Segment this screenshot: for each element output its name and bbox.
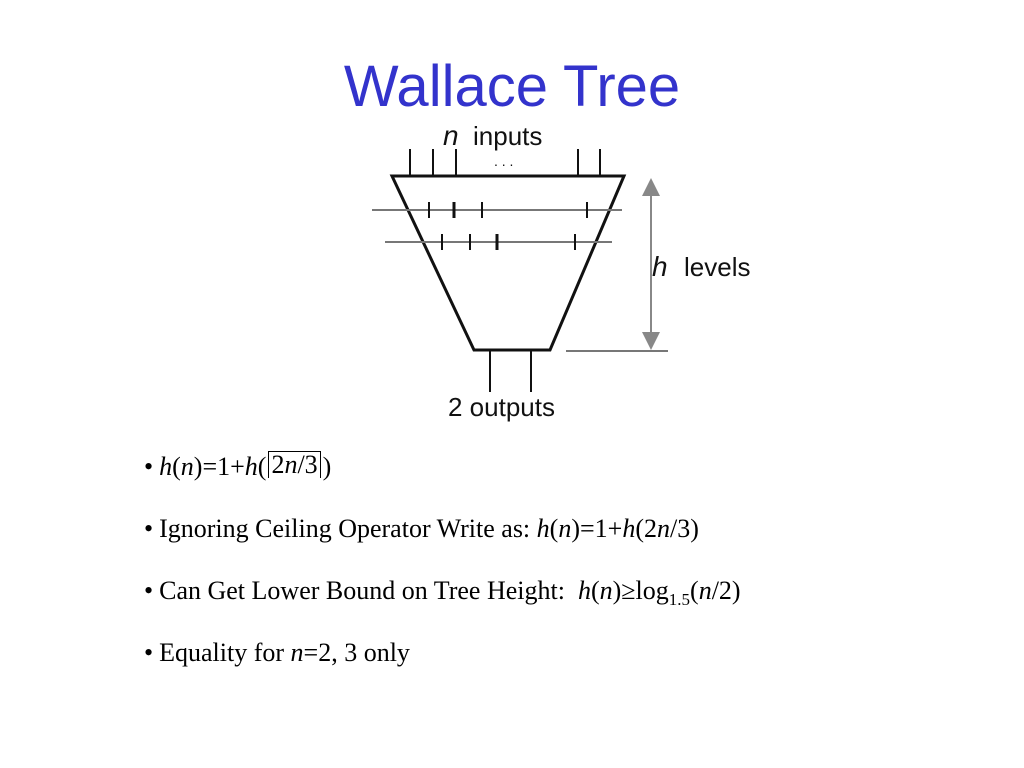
inputs-ellipsis: . . . [494,153,513,169]
bullet-text: Equality for [159,638,291,667]
equation-end: /3) [669,514,699,543]
h-symbol-2: h [622,514,636,543]
n-symbol: n [180,452,194,481]
open-paren: ( [257,452,267,481]
levels-label: levels [684,252,750,282]
n-symbol-2: n [656,514,670,543]
ceiling-divisor: /3 [297,450,318,479]
ceiling-n: n [284,450,298,479]
bullet-lower-bound: •Can Get Lower Bound on Tree Height: h(n… [144,576,741,609]
equation-end: /2) [711,576,741,605]
tree-trapezoid [389,174,627,352]
bullet-text: Ignoring Ceiling Operator Write as: [159,514,537,543]
ceiling-operator: 2n/3 [268,450,321,479]
equation-middle: )=1+ [193,452,245,481]
output-lines [489,350,532,392]
input-lines [409,149,601,176]
h-symbol: h [159,452,173,481]
inputs-label: inputs [473,121,542,151]
equation-paren: ( [690,576,699,605]
n-symbol-2: n [698,576,712,605]
bullet-recurrence: •h(n)=1+h(2n/3) [144,450,1004,512]
h-symbol: h [536,514,550,543]
n-symbol: n [558,514,572,543]
bullet-text: Can Get Lower Bound on Tree Height: [159,576,578,605]
n-symbol: n [599,576,613,605]
h-symbol-2: h [244,452,258,481]
height-arrow [642,178,660,350]
close-paren: ) [322,452,332,481]
equation-paren: (2 [635,514,657,543]
log-base: 1.5 [668,590,691,609]
bullet-marker: • [144,576,154,605]
level-ticks [428,202,588,250]
n-symbol: n [290,638,304,667]
outputs-label: 2 outputs [448,392,555,422]
levels-var-label: h [652,251,668,282]
h-symbol: h [577,576,591,605]
bullet-marker: • [144,514,154,543]
bullet-ignoring-ceiling: •Ignoring Ceiling Operator Write as: h(n… [144,512,1004,574]
equation-middle: )=1+ [571,514,623,543]
bullet-marker: • [144,452,154,481]
equation-end: =2, 3 only [303,638,410,667]
slide-title: Wallace Tree [343,54,681,119]
bullet-list: •h(n)=1+h(2n/3) •Ignoring Ceiling Operat… [144,450,1004,698]
equation-middle: )≥log [612,576,669,605]
bullet-marker: • [144,638,154,667]
inputs-var-label: n [443,120,459,151]
ceiling-two: 2 [271,450,285,479]
bullet-equality: •Equality for n=2, 3 only [144,636,1004,698]
